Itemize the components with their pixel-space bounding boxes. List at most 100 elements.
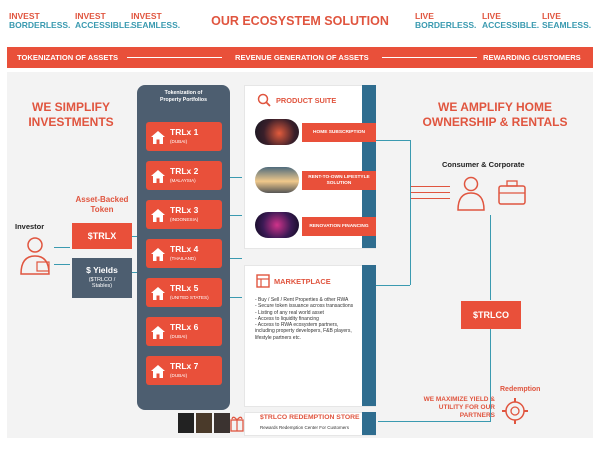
- store-title: $TRLCO REDEMPTION STORE: [260, 414, 360, 421]
- trlx-item: TRLx 7 (DUBAI): [146, 356, 222, 385]
- marketplace-item: - Listing of any real world asset: [255, 309, 324, 316]
- trlx-item: TRLx 5 (UNITED STATES): [146, 278, 222, 307]
- house-icon: [151, 131, 165, 144]
- suite-market-connector: [410, 140, 411, 285]
- trlx-name: TRLx 6: [170, 322, 199, 332]
- consumer-icon: [457, 176, 485, 211]
- trlx-country: (UNITED STATES): [170, 295, 209, 300]
- portfolio-market-arrow-1: [230, 258, 242, 259]
- search-icon: [257, 93, 271, 107]
- trlx-country: (INDONESIA): [170, 217, 199, 222]
- trlx-item: TRLx 6 (DUBAI): [146, 317, 222, 346]
- asset-backed-label: Asset-Backed Token: [75, 195, 129, 214]
- banner-rewarding: REWARDING CUSTOMERS: [483, 53, 581, 62]
- trlco-to-store-line: [490, 329, 491, 421]
- store-thumb-2: [196, 413, 212, 433]
- page-title: OUR ECOSYSTEM SOLUTION: [211, 14, 389, 28]
- house-icon: [151, 248, 165, 261]
- trlx-name: TRLx 7: [170, 361, 199, 371]
- trlx-item: TRLx 4 (THAILAND): [146, 239, 222, 268]
- left-heading: WE SIMPLIFY INVESTMENTS: [28, 100, 114, 129]
- trlx-country: (THAILAND): [170, 256, 196, 261]
- portfolio-to-yields-arrow: [132, 272, 138, 273]
- token-to-portfolio-arrow: [132, 236, 138, 237]
- marketplace-item: lifestyle partners etc.: [255, 334, 301, 341]
- portfolio-suite-arrow-2: [230, 215, 242, 216]
- consumer-to-trlco-line: [490, 215, 491, 300]
- home-subscription-image: [255, 119, 299, 145]
- portfolio-suite-arrow-1: [230, 177, 242, 178]
- tagline-invest-accessible: INVEST ACCESSIBLE.: [75, 11, 133, 30]
- house-icon: [151, 287, 165, 300]
- process-banner: TOKENIZATION OF ASSETS REVENUE GENERATIO…: [7, 47, 593, 68]
- consumer-label: Consumer & Corporate: [442, 160, 525, 169]
- right-heading: WE AMPLIFY HOME OWNERSHIP & RENTALS: [422, 100, 568, 129]
- house-icon: [151, 365, 165, 378]
- redemption-store-box: [244, 412, 376, 436]
- gift-icon: [230, 416, 244, 432]
- house-icon: [151, 326, 165, 339]
- trlx-country: (DUBAI): [170, 334, 188, 339]
- banner-revenue: REVENUE GENERATION OF ASSETS: [235, 53, 369, 62]
- trlx-item: TRLx 3 (INDONESIA): [146, 200, 222, 229]
- trlx-name: TRLx 2: [170, 166, 199, 176]
- marketplace-item: - Access to liquidity financing: [255, 315, 319, 322]
- home-subscription-button[interactable]: HOME SUBSCRIPTION: [302, 123, 376, 142]
- banner-arrow-left: [127, 57, 222, 58]
- portfolio-market-arrow-2: [230, 297, 242, 298]
- suite-to-consumer-line: [376, 140, 410, 141]
- trlx-item: TRLx 2 (MALAYSIA): [146, 161, 222, 190]
- renovation-financing-button[interactable]: RENOVATION FINANCING: [302, 217, 376, 236]
- store-thumb-1: [178, 413, 194, 433]
- store-return-line: [378, 421, 491, 422]
- trlx-name: TRLx 4: [170, 244, 199, 254]
- market-to-consumer-line: [376, 285, 410, 286]
- store-sidebar: [362, 412, 376, 435]
- trlx-country: (MALAYSIA): [170, 178, 196, 183]
- marketplace-item: - Buy / Sell / Rent Properties & other R…: [255, 297, 349, 303]
- marketplace-item: - Secure token issuance across transacti…: [255, 303, 354, 310]
- gear-icon: [502, 398, 528, 424]
- trlx-name: TRLx 5: [170, 283, 199, 293]
- rent-to-own-button[interactable]: RENT-TO-OWN LIFESTYLE SOLUTION: [302, 171, 376, 190]
- marketplace-title: MARKETPLACE: [274, 277, 331, 286]
- marketplace-sidebar: [362, 265, 376, 406]
- consumer-arrow-3: [410, 198, 450, 199]
- tagline-invest-borderless: INVEST BORDERLESS.: [9, 11, 71, 30]
- trlx-name: TRLx 3: [170, 205, 199, 215]
- trlx-token-box: $TRLX: [72, 223, 132, 249]
- tagline-live-borderless: LIVE BORDERLESS.: [415, 11, 477, 30]
- marketplace-item: - Access to RWA ecosystem partners,: [255, 322, 339, 329]
- consumer-arrow-1: [410, 186, 450, 187]
- renovation-financing-image: [255, 212, 299, 238]
- house-icon: [151, 209, 165, 222]
- rent-to-own-image: [255, 167, 299, 193]
- investor-label: Investor: [15, 222, 45, 231]
- product-suite-title: PRODUCT SUITE: [276, 96, 337, 105]
- banner-tokenization: TOKENIZATION OF ASSETS: [17, 53, 119, 62]
- trlx-country: (DUBAI): [170, 373, 188, 378]
- store-thumb-3: [214, 413, 230, 433]
- tagline-live-seamless: LIVE SEAMLESS.: [542, 11, 592, 30]
- marketplace-box: [244, 265, 376, 407]
- investor-to-token-arrow: [54, 247, 70, 248]
- token-to-investor-arrow: [54, 264, 70, 265]
- maximize-text: WE MAXIMIZE YIELD & UTILITY FOR OUR PART…: [423, 396, 495, 419]
- trlx-name: TRLx 1: [170, 127, 199, 137]
- tagline-live-accessible: LIVE ACCESSIBLE.: [482, 11, 540, 30]
- marketplace-list: - Buy / Sell / Rent Properties & other R…: [255, 297, 365, 341]
- trlco-box: $TRLCO: [461, 301, 521, 329]
- portfolio-title: Tokenization of Property Portfolios: [160, 90, 207, 103]
- trlx-item: TRLx 1 (DUBAI): [146, 122, 222, 151]
- yields-box: $ Yields ($TRLCO / Stables): [72, 258, 132, 298]
- redemption-label: Redemption: [500, 386, 541, 393]
- consumer-arrow-2: [410, 192, 450, 193]
- investor-icon: [20, 237, 50, 275]
- marketplace-icon: [256, 274, 270, 288]
- banner-arrow-right: [382, 57, 477, 58]
- store-subtitle: Rewards Redemption Center For Customers: [260, 425, 350, 430]
- tagline-invest-seamless: INVEST SEAMLESS.: [131, 11, 181, 30]
- briefcase-icon: [498, 180, 526, 205]
- trlx-country: (DUBAI): [170, 139, 188, 144]
- marketplace-item: including property developers, F&B playe…: [255, 328, 352, 335]
